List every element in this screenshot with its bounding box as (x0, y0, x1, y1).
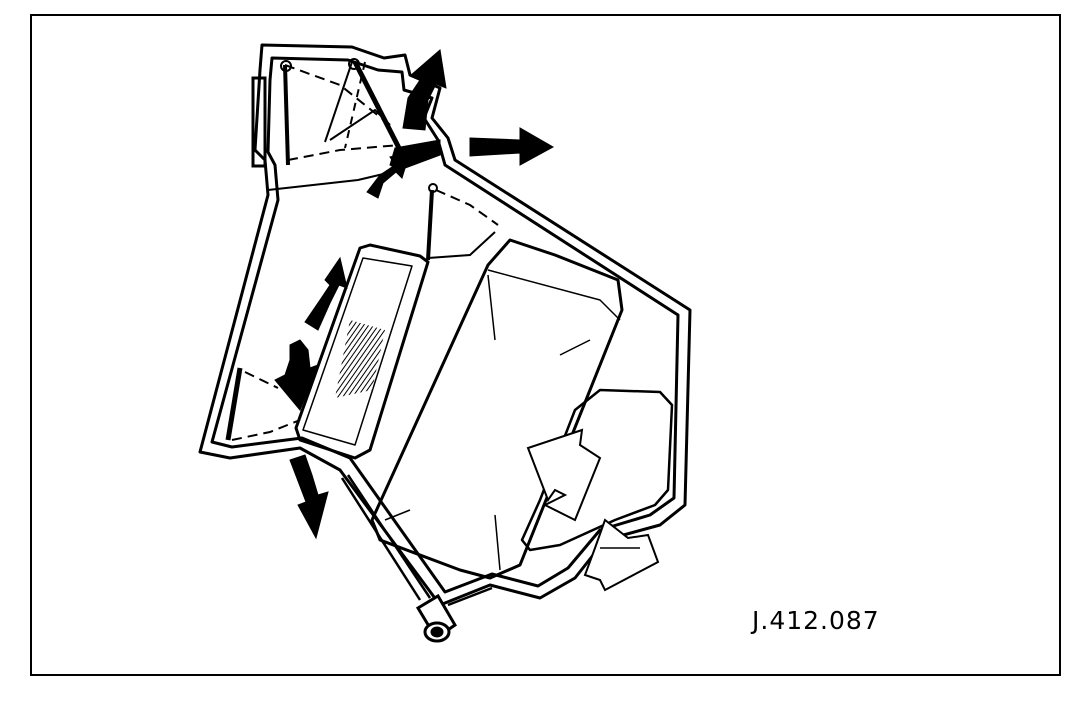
arrow-inlet-lower (583, 518, 660, 592)
arrow-up-outlet (402, 49, 447, 131)
filter-block (294, 243, 430, 460)
inlet-arrows (526, 428, 660, 592)
arrow-flap-up (304, 256, 348, 331)
actuator-linkage (340, 474, 493, 607)
heater-core (370, 238, 624, 580)
arrow-bottom-down (289, 454, 329, 540)
arrow-right-outlet (469, 127, 555, 166)
arrow-inlet-upper (526, 428, 602, 522)
arrow-flap-down (274, 339, 319, 411)
figure-reference-code: J.412.087 (752, 606, 880, 635)
arrow-down-left-outlet (366, 151, 411, 199)
lower-flap (225, 367, 301, 441)
actuator-motor (415, 593, 458, 643)
airflow-arrows (274, 49, 555, 540)
mid-flap (426, 183, 499, 261)
figure-frame (30, 14, 1061, 676)
